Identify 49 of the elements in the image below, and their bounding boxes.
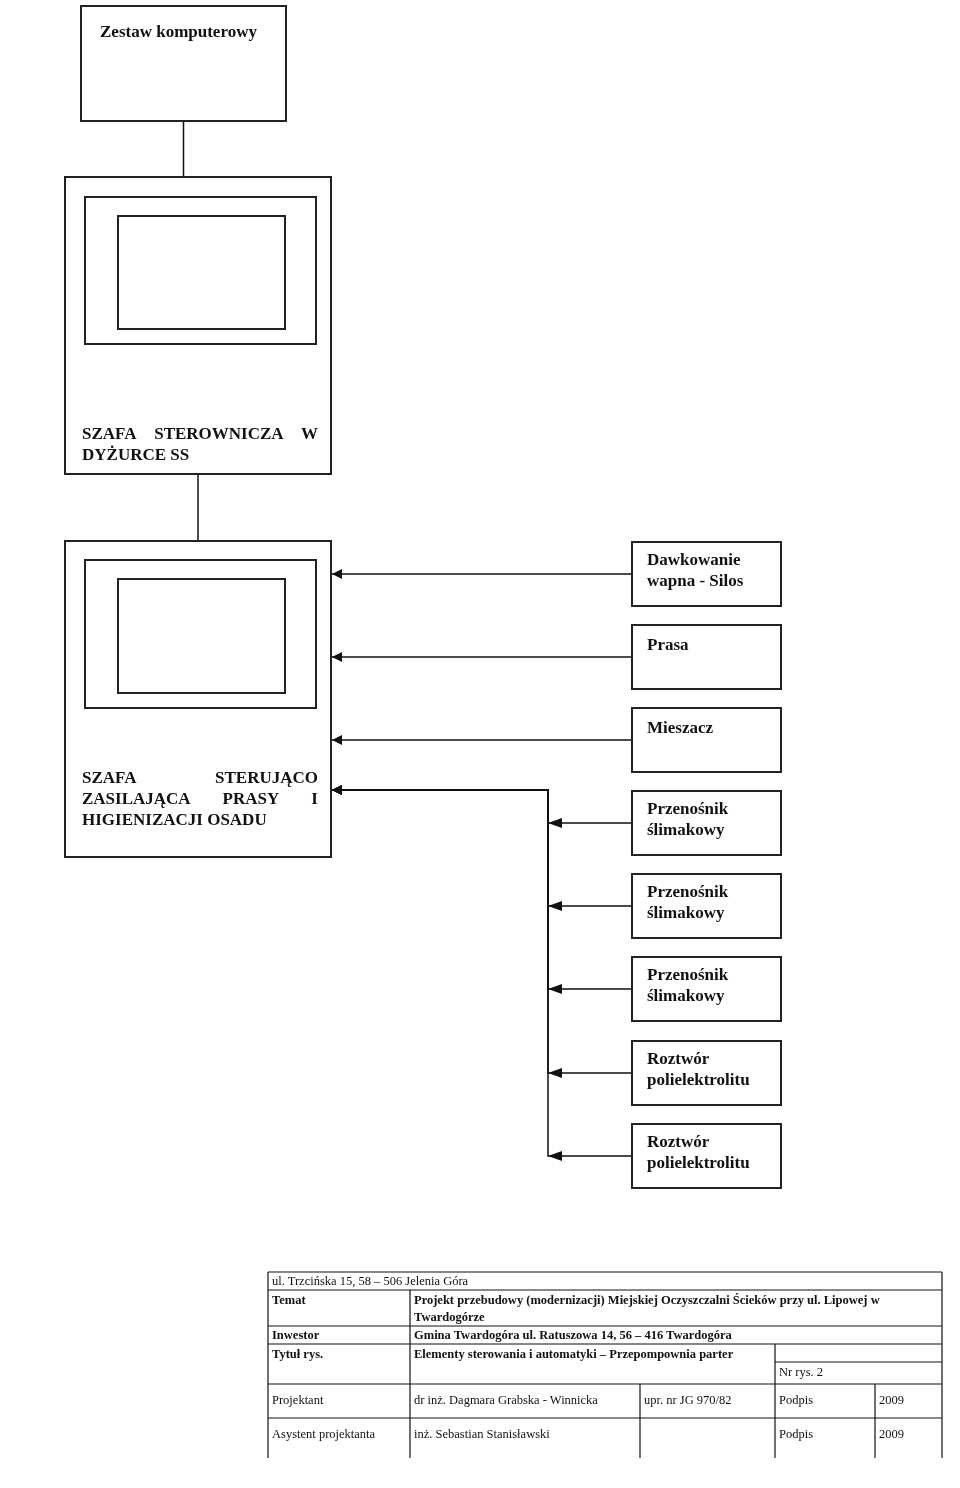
table-cell-text: Podpis xyxy=(779,1392,815,1409)
node-label: Przenośnik ślimakowy xyxy=(647,798,730,840)
table-cell-text: Podpis xyxy=(779,1426,815,1443)
connector-line xyxy=(197,474,199,541)
panel-frame xyxy=(84,196,317,345)
node-label: SZAFA STERUJĄCO ZASILAJĄCA PRASY I HIGIENIZACJI OSADU xyxy=(82,767,318,830)
table-cell-text: ul. Trzcińska 15, 58 – 506 Jelenia Góra xyxy=(272,1273,470,1290)
table-cell-text: Tytuł rys. xyxy=(272,1346,325,1363)
node-label: Dawkowanie wapna - Silos xyxy=(647,549,745,591)
table-cell-text: inż. Sebastian Stanisławski xyxy=(414,1426,551,1443)
process-box xyxy=(631,1123,782,1189)
panel-frame xyxy=(84,559,317,709)
table-cell-text: dr inż. Dagmara Grabska - Winnicka xyxy=(414,1392,599,1409)
process-box xyxy=(631,1040,782,1106)
cabinet-box xyxy=(64,540,332,858)
arrow xyxy=(331,735,632,745)
table-cell-text: Projekt przebudowy (modernizacji) Miejskiej Oczyszczalni Ścieków przy ul. Lipowej w Twardogórze xyxy=(414,1292,881,1326)
arrow xyxy=(331,569,632,579)
node-label: Roztwór polielektrolitu xyxy=(647,1131,751,1173)
table-cell-text: Projektant xyxy=(272,1392,325,1409)
table-cell-text: Nr rys. 2 xyxy=(779,1364,825,1381)
table-cell-text: 2009 xyxy=(879,1392,905,1409)
node-label: Mieszacz xyxy=(647,717,715,738)
table-cell-text: Asystent projektanta xyxy=(272,1426,377,1443)
cabinet-box xyxy=(64,176,332,475)
table-cell-text: 2009 xyxy=(879,1426,905,1443)
process-box xyxy=(631,541,782,607)
node-label: Roztwór polielektrolitu xyxy=(647,1048,751,1090)
table-cell-text: Elementy sterowania i automatyki – Przepompownia parter xyxy=(414,1346,735,1363)
table-cell-text: Gmina Twardogóra ul. Ratuszowa 14, 56 – 416 Twardogóra xyxy=(414,1327,733,1344)
node-label: Prasa xyxy=(647,634,690,655)
node-label: Zestaw komputerowy xyxy=(100,21,258,42)
table-cell-text: upr. nr JG 970/82 xyxy=(644,1392,733,1409)
process-box xyxy=(631,873,782,939)
panel-frame xyxy=(117,578,286,694)
process-box xyxy=(631,707,782,773)
table-cell-text: Inwestor xyxy=(272,1327,321,1344)
arrow xyxy=(331,652,632,662)
node-label: SZAFA STEROWNICZA W DYŻURCE SS xyxy=(82,423,318,465)
table-cell-text: Temat xyxy=(272,1292,307,1309)
panel-frame xyxy=(117,215,286,330)
node-label: Przenośnik ślimakowy xyxy=(647,881,730,923)
connector-line xyxy=(182,121,185,177)
arrow xyxy=(331,785,632,1157)
cabinet-box xyxy=(80,5,287,122)
process-box xyxy=(631,790,782,856)
process-box xyxy=(631,624,782,690)
process-box xyxy=(631,956,782,1022)
node-label: Przenośnik ślimakowy xyxy=(647,964,730,1006)
